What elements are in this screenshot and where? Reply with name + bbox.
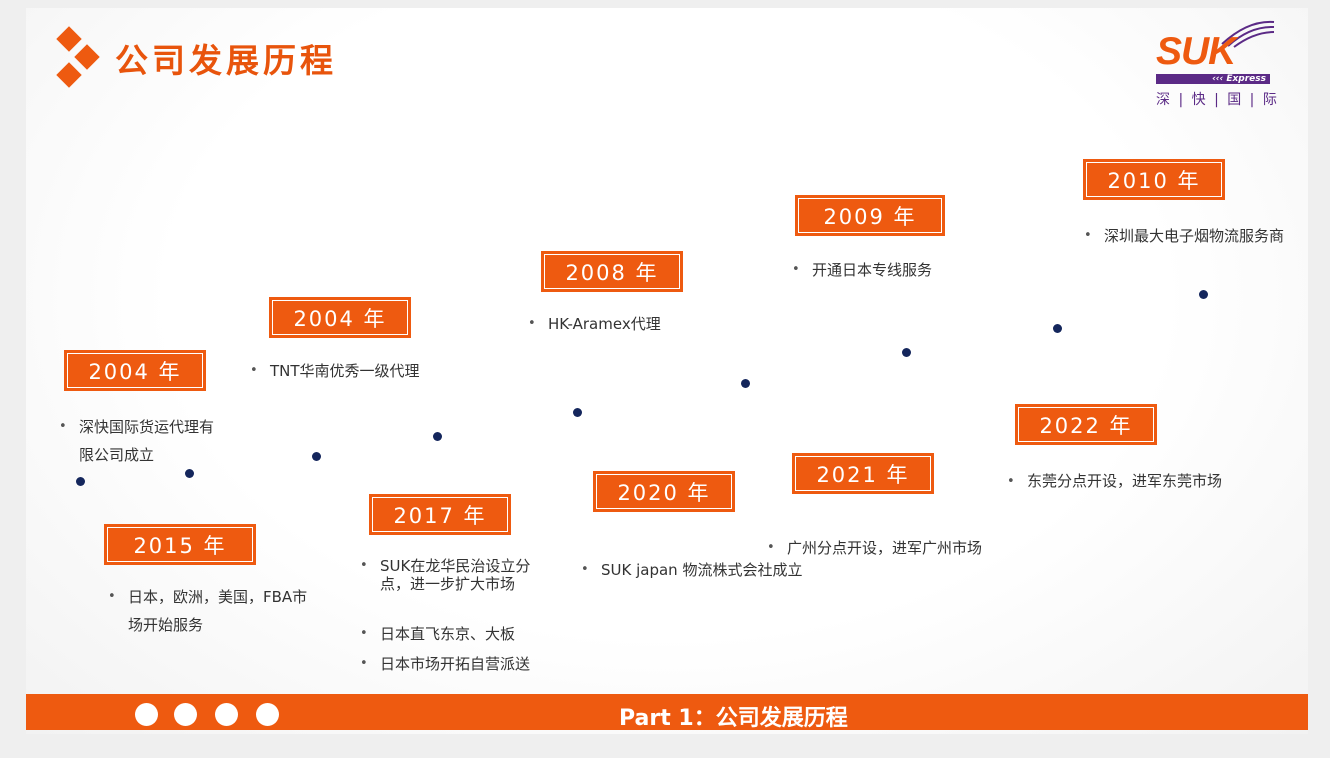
milestone-entry: 东莞分点开设，进军东莞市场: [1007, 467, 1232, 496]
year-box: 2017 年: [369, 494, 511, 535]
year-box: 2008 年: [541, 251, 683, 292]
year-box: 2004 年: [269, 297, 411, 338]
timeline-dot: [902, 348, 911, 357]
timeline-dot: [1053, 324, 1062, 333]
timeline-dot: [185, 469, 194, 478]
timeline-dot: [76, 477, 85, 486]
timeline-dot: [1199, 290, 1208, 299]
footer-dot-icon: [256, 703, 279, 726]
milestone-entry: 深快国际货运代理有限公司成立: [59, 413, 219, 469]
footer-dot-icon: [215, 703, 238, 726]
milestone-entry: 日本，欧洲，美国，FBA市场开始服务: [108, 583, 318, 639]
milestone-entry: 日本市场开拓自营派送: [360, 655, 532, 673]
logo-tagline: ‹‹‹ Express: [1156, 74, 1270, 84]
year-box: 2021 年: [792, 453, 934, 494]
year-box: 2015 年: [104, 524, 256, 565]
year-box: 2020 年: [593, 471, 735, 512]
footer-title: Part 1：公司发展历程: [619, 706, 848, 731]
timeline-dot: [433, 432, 442, 441]
swoosh-icon: [1221, 20, 1275, 48]
year-box: 2009 年: [795, 195, 945, 236]
page-title: 公司发展历程: [115, 41, 337, 80]
footer-bar: Part 1：公司发展历程: [26, 694, 1308, 731]
milestone-entry: 开通日本专线服务: [792, 261, 992, 279]
timeline-dot: [312, 452, 321, 461]
logo-brand: SUK: [1156, 30, 1236, 73]
logo-cn-name: 深 | 快 | 国 | 际: [1156, 92, 1279, 108]
milestone-entry: 深圳最大电子烟物流服务商: [1084, 227, 1290, 245]
timeline-dot: [741, 379, 750, 388]
milestone-entry: HK-Aramex代理: [528, 315, 728, 333]
suk-logo: SUK ‹‹‹ Express 深 | 快 | 国 | 际: [1150, 18, 1280, 110]
milestone-entry: TNT华南优秀一级代理: [250, 362, 470, 380]
milestone-entry: 广州分点开设，进军广州市场: [767, 539, 1017, 557]
timeline-dot: [573, 408, 582, 417]
footer-dot-icon: [135, 703, 158, 726]
year-box: 2004 年: [64, 350, 206, 391]
footer-dot-icon: [174, 703, 197, 726]
milestone-entry: SUK japan 物流株式会社成立: [581, 561, 831, 579]
year-box: 2022 年: [1015, 404, 1157, 445]
year-box: 2010 年: [1083, 159, 1225, 200]
milestone-entry: 日本直飞东京、大板: [360, 625, 540, 643]
milestone-entry: SUK在龙华民治设立分点，进一步扩大市场: [360, 557, 532, 593]
